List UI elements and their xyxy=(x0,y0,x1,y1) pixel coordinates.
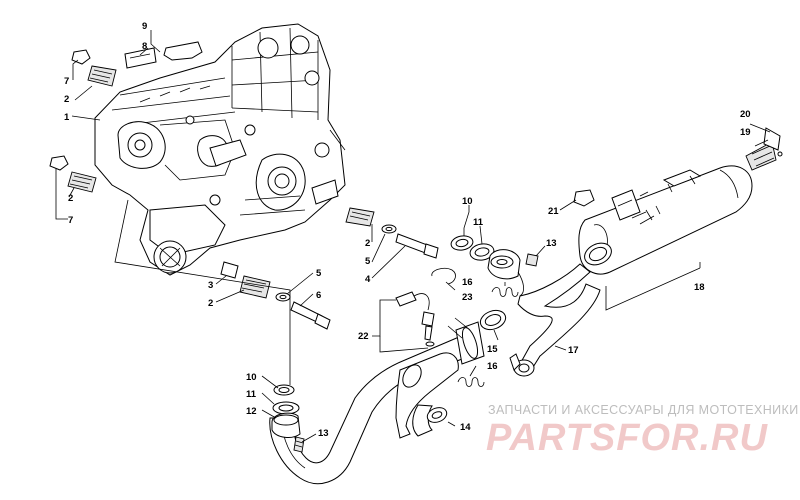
spring-16-lower xyxy=(457,365,485,387)
flange-upper xyxy=(487,249,521,280)
muffler xyxy=(578,165,753,311)
callout-22: 22 xyxy=(358,331,369,342)
callout-2-left: 2 xyxy=(68,193,73,204)
callout-9: 9 xyxy=(142,21,147,32)
callout-15: 15 xyxy=(487,344,498,355)
stud-2-lower xyxy=(239,275,271,299)
watermark-tagline: ЗАПЧАСТИ И АКСЕССУАРЫ ДЛЯ МОТОТЕХНИКИ xyxy=(488,403,799,417)
callout-2-lower: 2 xyxy=(208,298,213,309)
spring-16-upper xyxy=(491,282,519,297)
callout-18: 18 xyxy=(694,282,705,293)
callout-23: 23 xyxy=(462,292,473,303)
upper-gasket-leaders xyxy=(463,205,546,257)
washer-5-lower xyxy=(275,292,291,302)
callout-17: 17 xyxy=(568,345,579,356)
callout-10-upper: 10 xyxy=(462,196,473,207)
callout-3: 3 xyxy=(208,280,213,291)
callout-1: 1 xyxy=(64,112,70,123)
callout-10-lower: 10 xyxy=(246,372,257,383)
callout-13-upper: 13 xyxy=(546,238,557,249)
bolt-6 xyxy=(290,301,331,330)
bolt-13-lower xyxy=(293,436,305,453)
callout-6: 6 xyxy=(316,290,321,301)
mid-pipe xyxy=(509,263,601,377)
callout-7-left: 7 xyxy=(68,215,73,226)
gasket-9 xyxy=(163,41,203,61)
engine-assembly xyxy=(94,23,346,276)
callout-11-lower: 11 xyxy=(246,389,257,400)
callout-5-lower: 5 xyxy=(316,268,322,279)
nut-7-left xyxy=(49,155,69,171)
callout-16-upper: 16 xyxy=(462,277,473,288)
callout-4: 4 xyxy=(365,274,371,285)
gasket-15 xyxy=(479,309,507,341)
watermark-brand: PARTSFOR.RU xyxy=(486,417,768,459)
gasket-10-upper xyxy=(450,235,474,251)
lower-leaders xyxy=(261,375,317,443)
callout-5-right: 5 xyxy=(365,256,371,267)
header-flange xyxy=(271,384,301,438)
bolt-4 xyxy=(395,233,439,259)
stud-2-right xyxy=(345,207,375,227)
callout-12: 12 xyxy=(246,406,257,417)
gasket-8 xyxy=(124,47,157,69)
callout-16-lower: 16 xyxy=(487,361,498,372)
callout-21: 21 xyxy=(548,206,559,217)
engine-leaders xyxy=(55,30,406,385)
stud-2-left xyxy=(67,171,97,193)
spark-arrestor xyxy=(745,123,783,171)
callout-2-upper: 2 xyxy=(64,94,69,105)
bolt-13-upper xyxy=(525,253,539,267)
washer-5-right xyxy=(381,224,397,234)
gasket-14 xyxy=(426,407,456,427)
nut-7-upper xyxy=(71,49,91,65)
o2-sensor xyxy=(372,291,435,353)
nut-21 xyxy=(559,189,595,211)
snap-ring-23 xyxy=(431,268,456,291)
callout-14: 14 xyxy=(460,422,471,433)
spacer-3 xyxy=(220,261,239,279)
callout-11-upper: 11 xyxy=(473,217,484,228)
gasket-11-upper xyxy=(469,243,495,261)
header-pipe xyxy=(269,317,485,485)
stud-2-upper xyxy=(87,65,117,87)
callout-7-upper: 7 xyxy=(64,76,69,87)
callout-19: 19 xyxy=(740,127,751,138)
callout-8: 8 xyxy=(142,41,147,52)
callout-2-right: 2 xyxy=(365,238,370,249)
callout-13-lower: 13 xyxy=(318,428,329,439)
callout-20: 20 xyxy=(740,109,751,120)
